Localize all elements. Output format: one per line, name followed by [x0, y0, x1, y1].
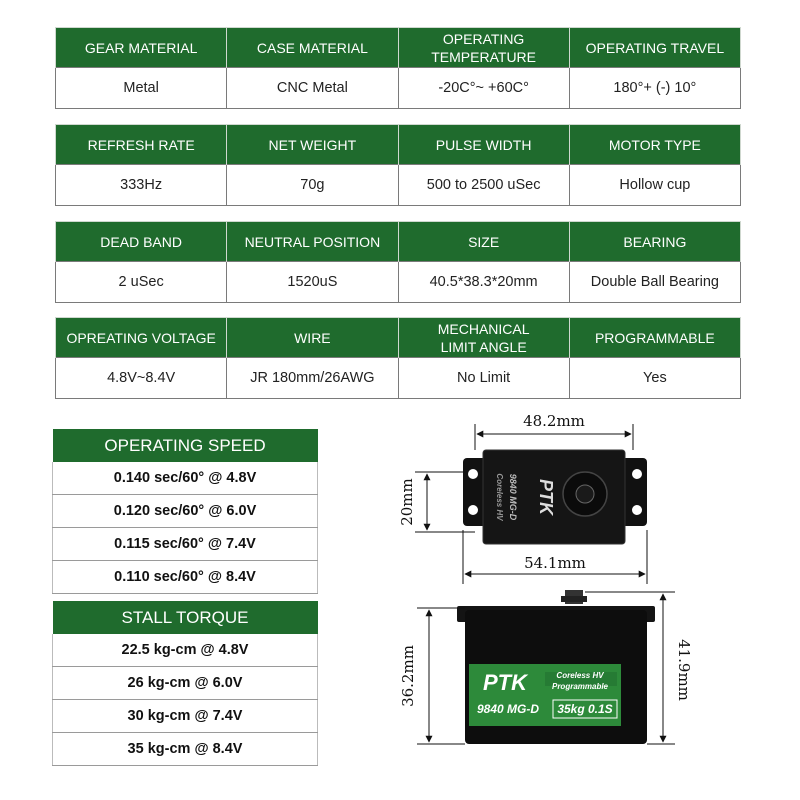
value-mechanical-limit-angle: No Limit: [397, 357, 570, 399]
value-neutral-position: 1520uS: [226, 261, 399, 303]
dimension-body-height: 36.2mm: [399, 607, 465, 745]
value-pulse-width: 500 to 2500 uSec: [397, 164, 570, 206]
torque-row: 35 kg-cm @ 8.4V: [52, 732, 318, 766]
spec-table-1: GEAR MATERIAL CASE MATERIAL OPERATING TE…: [54, 27, 742, 109]
speed-row: 0.115 sec/60° @ 7.4V: [52, 527, 318, 561]
header-bearing: BEARING: [568, 221, 742, 262]
top-sub-label: Coreless HV: [495, 473, 504, 521]
header-mechanical-limit-angle: MECHANICAL LIMIT ANGLE: [397, 317, 570, 358]
spec-table-3: DEAD BAND NEUTRAL POSITION SIZE BEARING …: [54, 221, 742, 303]
header-operating-travel: OPERATING TRAVEL: [568, 27, 742, 68]
header-size: SIZE: [397, 221, 570, 262]
header-operating-voltage: OPREATING VOLTAGE: [54, 317, 228, 358]
header-pulse-width: PULSE WIDTH: [397, 124, 570, 165]
header-neutral-position: NEUTRAL POSITION: [226, 221, 399, 262]
top-model-label: 9840 MG-D: [508, 474, 518, 521]
front-spec-label: 35kg 0.1S: [557, 702, 612, 716]
servo-front-view: PTK Coreless HV Programmable 9840 MG-D 3…: [457, 590, 655, 744]
header-net-weight: NET WEIGHT: [226, 124, 399, 165]
dimension-total-height: 41.9mm: [585, 591, 693, 745]
spec-table-2: REFRESH RATE NET WEIGHT PULSE WIDTH MOTO…: [54, 124, 742, 206]
header-motor-type: MOTOR TYPE: [568, 124, 742, 165]
stall-torque-table: STALL TORQUE 22.5 kg-cm @ 4.8V 26 kg-cm …: [52, 601, 318, 766]
servo-top-view: PTK 9840 MG-D Coreless HV: [463, 449, 647, 545]
header-programmable: PROGRAMMABLE: [568, 317, 742, 358]
value-operating-voltage: 4.8V~8.4V: [54, 357, 228, 399]
torque-row: 22.5 kg-cm @ 4.8V: [52, 634, 318, 667]
speed-row: 0.110 sec/60° @ 8.4V: [52, 560, 318, 594]
spec-table-4: OPREATING VOLTAGE WIRE MECHANICAL LIMIT …: [54, 317, 742, 399]
header-wire: WIRE: [226, 317, 399, 358]
dim-top-width-label: 48.2mm: [523, 412, 585, 430]
dimension-flange-width: 54.1mm: [462, 530, 648, 584]
header-dead-band: DEAD BAND: [54, 221, 228, 262]
value-wire: JR 180mm/26AWG: [226, 357, 399, 399]
front-label-line1: Coreless HV: [556, 671, 604, 680]
dim-top-height-label: 20mm: [398, 478, 416, 526]
value-size: 40.5*38.3*20mm: [397, 261, 570, 303]
torque-row: 26 kg-cm @ 6.0V: [52, 666, 318, 700]
front-model-label: 9840 MG-D: [477, 702, 539, 716]
stall-torque-title: STALL TORQUE: [52, 601, 318, 634]
header-refresh-rate: REFRESH RATE: [54, 124, 228, 165]
speed-row: 0.120 sec/60° @ 6.0V: [52, 494, 318, 528]
value-motor-type: Hollow cup: [568, 164, 742, 206]
top-brand-label: PTK: [536, 479, 556, 517]
value-operating-travel: 180°+ (-) 10°: [568, 67, 742, 109]
operating-speed-table: OPERATING SPEED 0.140 sec/60° @ 4.8V 0.1…: [52, 429, 318, 594]
value-programmable: Yes: [568, 357, 742, 399]
value-gear-material: Metal: [54, 67, 228, 109]
value-operating-temperature: -20C°~ +60C°: [397, 67, 570, 109]
header-gear-material: GEAR MATERIAL: [54, 27, 228, 68]
speed-row: 0.140 sec/60° @ 4.8V: [52, 462, 318, 495]
header-case-material: CASE MATERIAL: [226, 27, 399, 68]
front-label-line2: Programmable: [552, 682, 609, 691]
value-net-weight: 70g: [226, 164, 399, 206]
dim-total-height-label: 41.9mm: [675, 639, 693, 701]
dim-body-height-label: 36.2mm: [399, 645, 417, 707]
operating-speed-title: OPERATING SPEED: [52, 429, 318, 462]
header-operating-temperature: OPERATING TEMPERATURE: [397, 27, 570, 68]
value-dead-band: 2 uSec: [54, 261, 228, 303]
dimension-top-height: 20mm: [398, 471, 475, 533]
value-case-material: CNC Metal: [226, 67, 399, 109]
servo-dimension-diagram: 48.2mm 20mm PTK 9840 MG-D Coreless HV 54…: [398, 412, 693, 745]
value-refresh-rate: 333Hz: [54, 164, 228, 206]
torque-row: 30 kg-cm @ 7.4V: [52, 699, 318, 733]
dim-flange-width-label: 54.1mm: [524, 554, 586, 572]
value-bearing: Double Ball Bearing: [568, 261, 742, 303]
dimension-top-width: 48.2mm: [474, 412, 634, 450]
front-brand-label: PTK: [483, 670, 529, 695]
